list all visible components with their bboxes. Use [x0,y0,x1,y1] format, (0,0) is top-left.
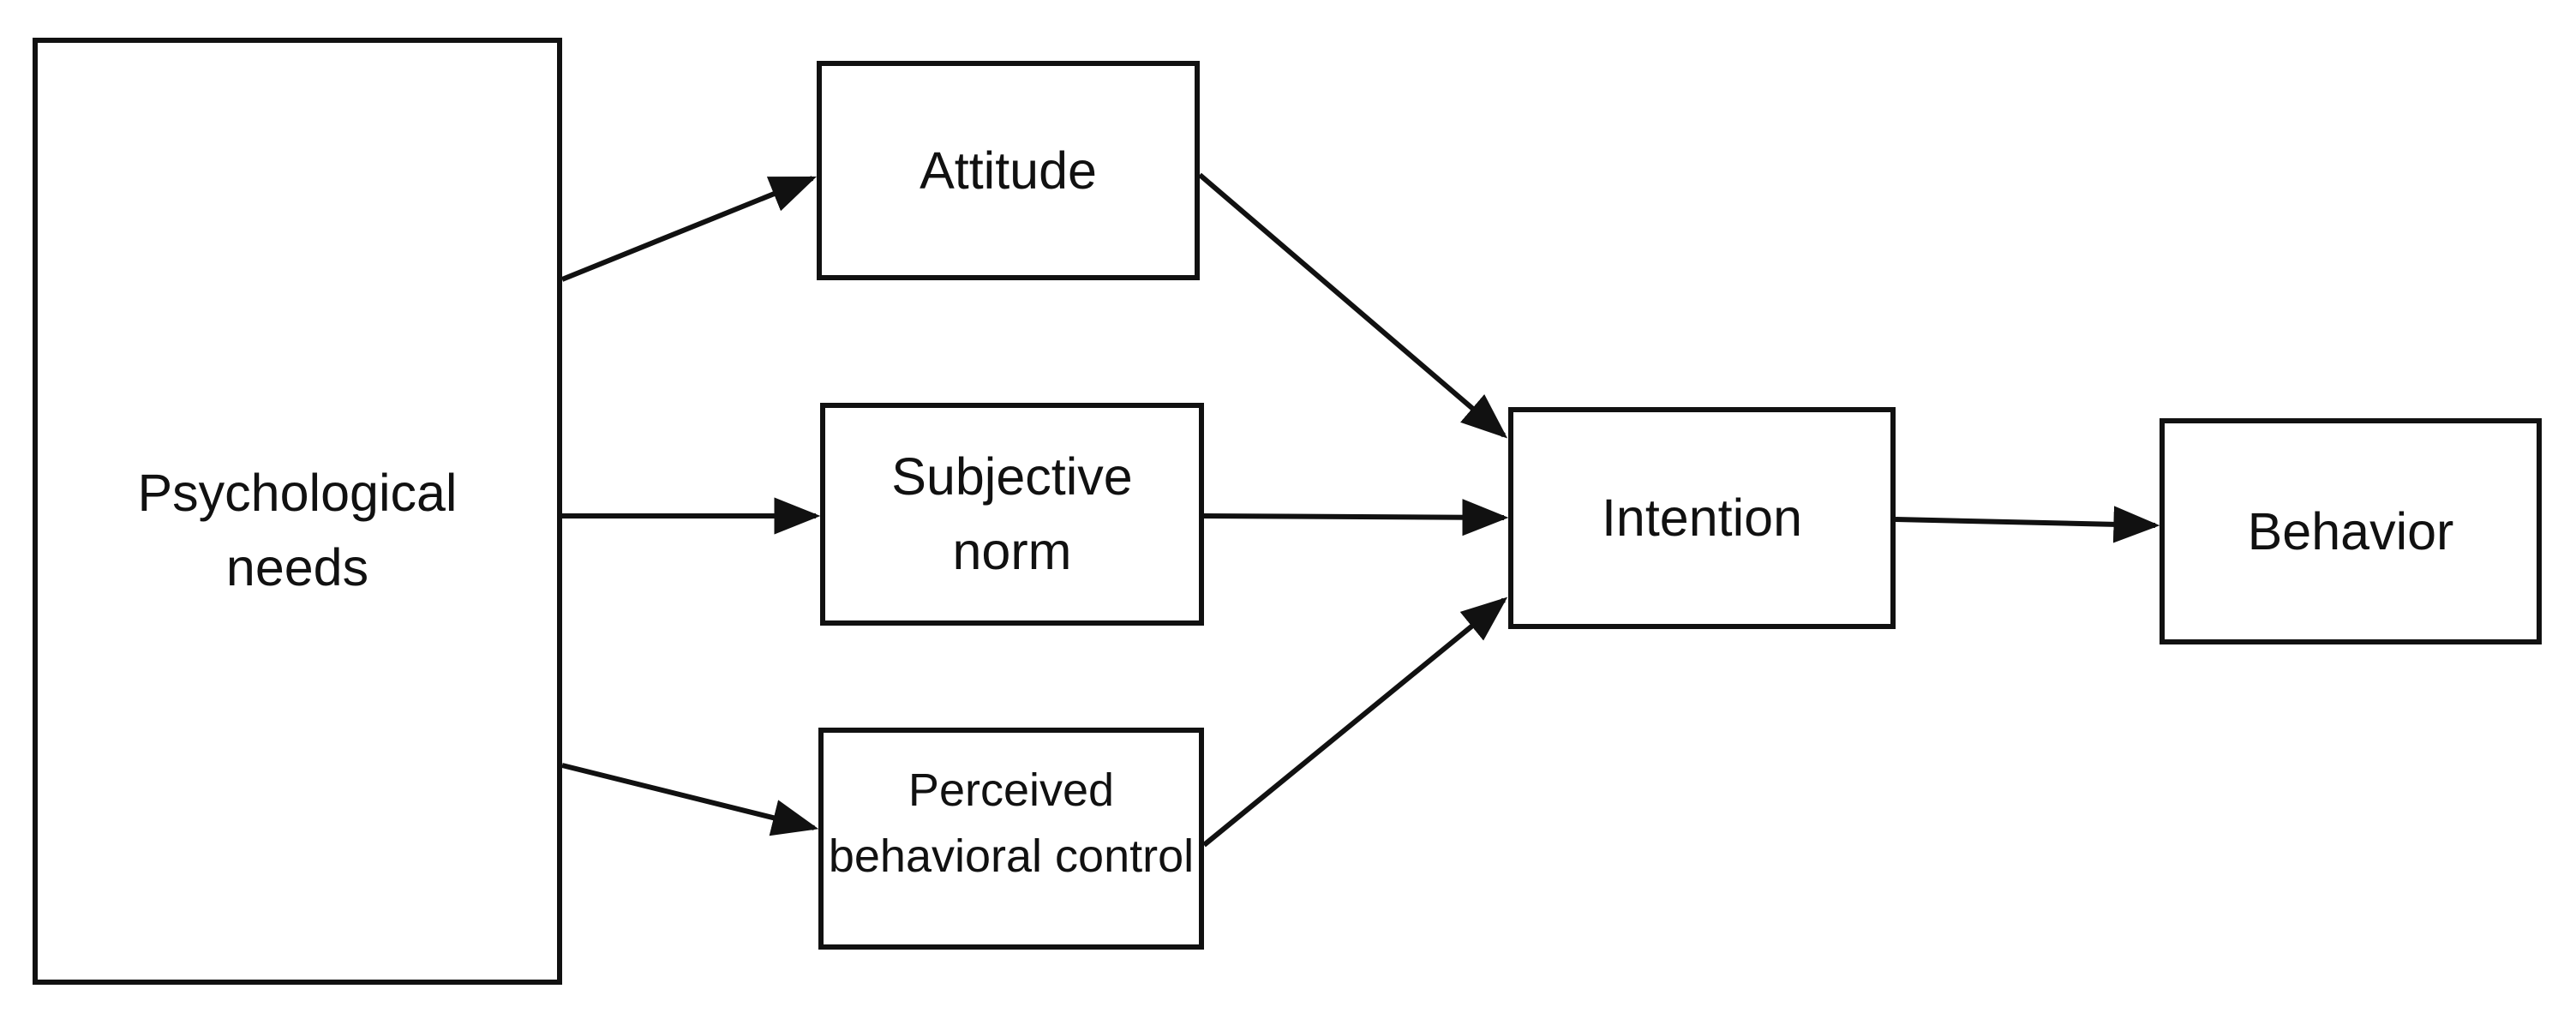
node-label-line: Attitude [920,141,1097,200]
arrow-attitude-to-intention [1198,172,1508,439]
node-psychological-needs: Psychological needs [33,38,562,985]
arrow-perceived-behavioral-control-to-intention [1202,596,1508,848]
node-label-line: Intention [1601,489,1803,548]
node-attitude: Attitude [817,61,1200,280]
node-label-line: Psychological [137,464,458,523]
arrow-psychological-needs-to-perceived-behavioral-control [561,763,819,836]
node-intention: Intention [1508,407,1896,629]
node-label-line: Perceived [908,764,1115,816]
node-behavior: Behavior [2160,418,2542,644]
arrow-subjective-norm-to-intention [1203,499,1509,536]
arrow-intention-to-behavior [1895,506,2160,543]
node-perceived-behavioral-control: Perceived behavioral control [818,728,1204,950]
node-label-line: norm [952,522,1072,580]
node-subjective-norm: Subjective norm [820,403,1204,626]
arrow-psychological-needs-to-attitude [560,176,818,282]
node-label-line: behavioral control [828,830,1195,882]
node-label-line: Subjective [891,447,1133,507]
node-label-line: Behavior [2247,501,2454,560]
node-label-line: needs [225,538,369,596]
